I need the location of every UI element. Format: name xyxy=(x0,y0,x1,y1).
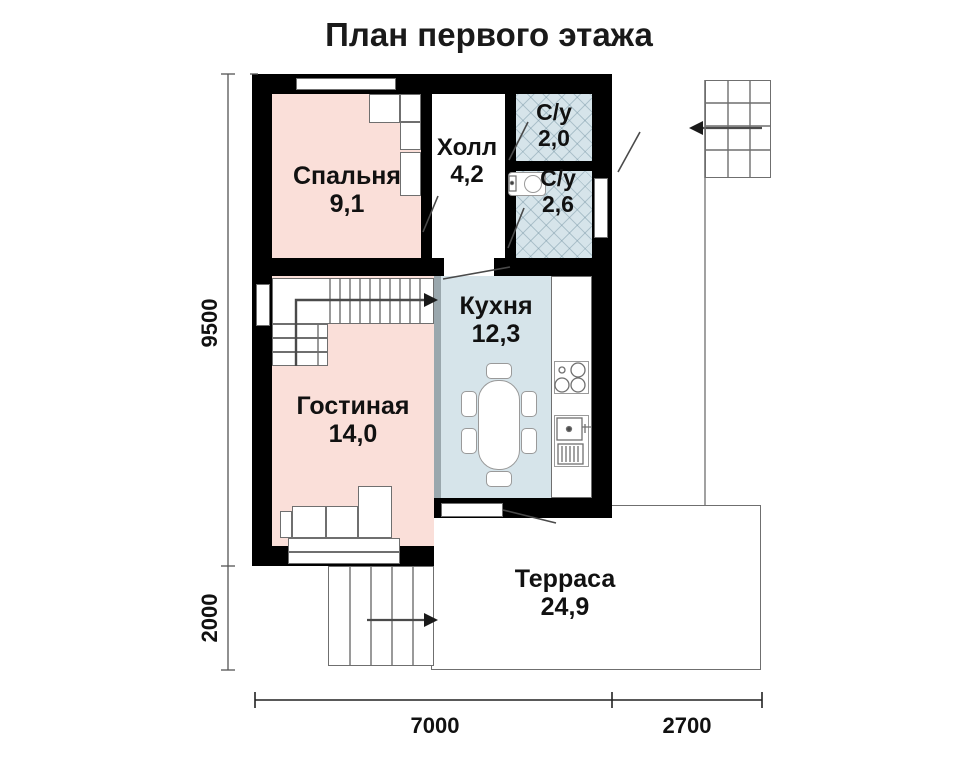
page-title: План первого этажа xyxy=(325,16,653,53)
label-terrace: Терраса 24,9 xyxy=(460,565,670,621)
staircase-landing-1 xyxy=(272,324,328,338)
label-bath-top-area: 2,0 xyxy=(538,124,570,151)
wardrobe-bedroom xyxy=(369,94,400,123)
label-hall-name: Холл xyxy=(436,134,498,161)
label-hall-area: 4,2 xyxy=(450,160,484,188)
staircase-landing-2 xyxy=(272,338,328,352)
window-bedroom-top xyxy=(296,78,396,90)
porch-staircase xyxy=(328,566,434,666)
label-bedroom: Спальня 9,1 xyxy=(272,162,422,218)
window-living-left xyxy=(256,284,270,326)
dimension-label-9500: 9500 xyxy=(197,298,222,348)
sink xyxy=(554,415,589,467)
label-terrace-name: Терраса xyxy=(514,565,616,593)
label-bath-bottom: С/у 2,6 xyxy=(518,165,598,218)
sofa-seat-1 xyxy=(292,506,326,538)
dining-chair xyxy=(521,428,537,454)
entry-arrow-head xyxy=(689,121,703,135)
label-terrace-area: 24,9 xyxy=(540,593,590,621)
dining-chair xyxy=(521,391,537,417)
sofa-base xyxy=(288,538,400,552)
dining-table xyxy=(478,380,520,470)
label-bath-top-name: С/у xyxy=(536,99,572,125)
label-living-name: Гостиная xyxy=(296,392,410,420)
dining-chair xyxy=(461,391,477,417)
label-bedroom-name: Спальня xyxy=(293,162,401,190)
dimension-label-2000: 2000 xyxy=(197,593,222,643)
partition-bath-bath xyxy=(505,161,595,171)
label-bedroom-area: 9,1 xyxy=(329,190,365,218)
terrace-floor xyxy=(432,506,760,669)
label-bath-top: С/у 2,0 xyxy=(514,99,594,152)
stove-4-burner xyxy=(554,361,589,394)
sofa-back-right xyxy=(358,486,392,538)
staircase-landing-3 xyxy=(272,352,328,366)
dimension-label-2700: 2700 xyxy=(662,713,712,738)
dining-chair xyxy=(486,471,512,487)
bed-bedroom-body xyxy=(400,152,421,196)
toilet-bowl xyxy=(524,175,542,193)
partition-bedroom-hall xyxy=(421,94,432,267)
sofa-base-2 xyxy=(288,552,400,564)
partition-upper-lower-right xyxy=(494,258,612,276)
dimension-label-7000: 7000 xyxy=(410,713,460,738)
label-bath-bottom-area: 2,6 xyxy=(542,190,574,217)
dining-chair xyxy=(461,428,477,454)
interior-staircase xyxy=(272,278,434,324)
label-hall: Холл 4,2 xyxy=(424,134,510,189)
door-swing-entry xyxy=(617,131,641,173)
entry-staircase xyxy=(705,80,771,178)
label-bath-bottom-name: С/у xyxy=(540,165,576,191)
dimension-line-left xyxy=(221,73,235,671)
exterior-wall-right xyxy=(592,74,612,518)
label-kitchen: Кухня 12,3 xyxy=(437,292,555,348)
sofa-seat-2 xyxy=(326,506,358,538)
window-bath-right xyxy=(594,178,608,238)
label-kitchen-name: Кухня xyxy=(459,292,533,320)
partition-kitchen-living xyxy=(434,276,441,498)
label-kitchen-area: 12,3 xyxy=(471,320,521,348)
partition-upper-lower xyxy=(252,258,444,276)
label-living-area: 14,0 xyxy=(328,420,378,448)
sofa-arm-left xyxy=(280,511,292,538)
room-hall-fill xyxy=(432,94,505,258)
bed-bedroom-mattress xyxy=(400,122,421,150)
threshold-kitchen-terrace xyxy=(441,503,503,517)
label-living: Гостиная 14,0 xyxy=(272,392,434,448)
bed-bedroom xyxy=(400,94,421,122)
dining-chair xyxy=(486,363,512,379)
dimension-line-bottom xyxy=(254,692,763,708)
